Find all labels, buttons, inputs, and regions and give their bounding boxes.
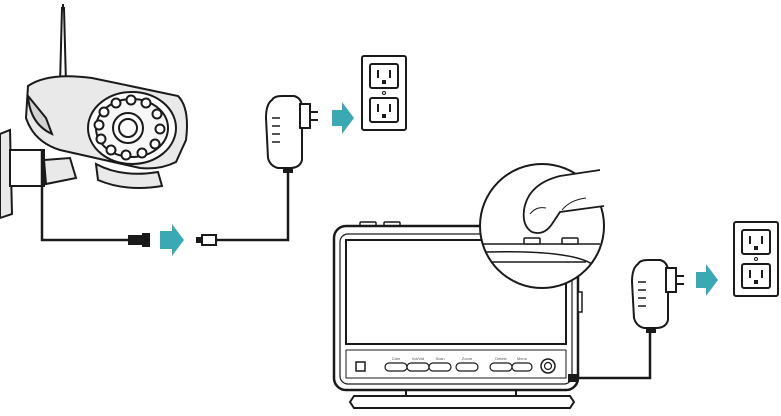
button-label-delete: Delete — [495, 356, 507, 361]
button-label-cam: Cam — [392, 356, 401, 361]
monitor-power-cable — [578, 330, 652, 380]
monitor-button-delete[interactable] — [489, 362, 513, 372]
button-label-menu: Menu — [517, 356, 527, 361]
monitor-button-scan[interactable] — [428, 362, 452, 372]
arrow-right-icon — [696, 264, 718, 296]
arrow-right-icon — [160, 224, 184, 256]
button-label-zoom: Zoom — [462, 356, 473, 361]
camera-cable — [40, 150, 132, 242]
monitor-button-menu[interactable] — [511, 362, 533, 372]
wall-outlet-icon — [361, 55, 407, 131]
wall-outlet-icon — [733, 221, 779, 297]
adapter-jack-icon — [196, 234, 217, 246]
finger-press-icon — [479, 163, 605, 289]
monitor-plug-icon — [568, 374, 578, 382]
power-adapter-icon — [264, 95, 318, 173]
adapter-cable — [216, 170, 290, 242]
power-adapter-icon — [630, 259, 684, 333]
camera-plug-icon — [128, 233, 150, 247]
camera-icon — [0, 4, 188, 220]
button-label-vol-vid: Vol/Vid — [412, 356, 424, 361]
arrow-right-icon — [332, 102, 354, 134]
monitor-button-cam[interactable] — [384, 362, 408, 372]
button-label-scan: Scan — [435, 356, 444, 361]
monitor-button-vol-vid[interactable] — [406, 362, 430, 372]
monitor-button-zoom[interactable] — [455, 362, 479, 372]
